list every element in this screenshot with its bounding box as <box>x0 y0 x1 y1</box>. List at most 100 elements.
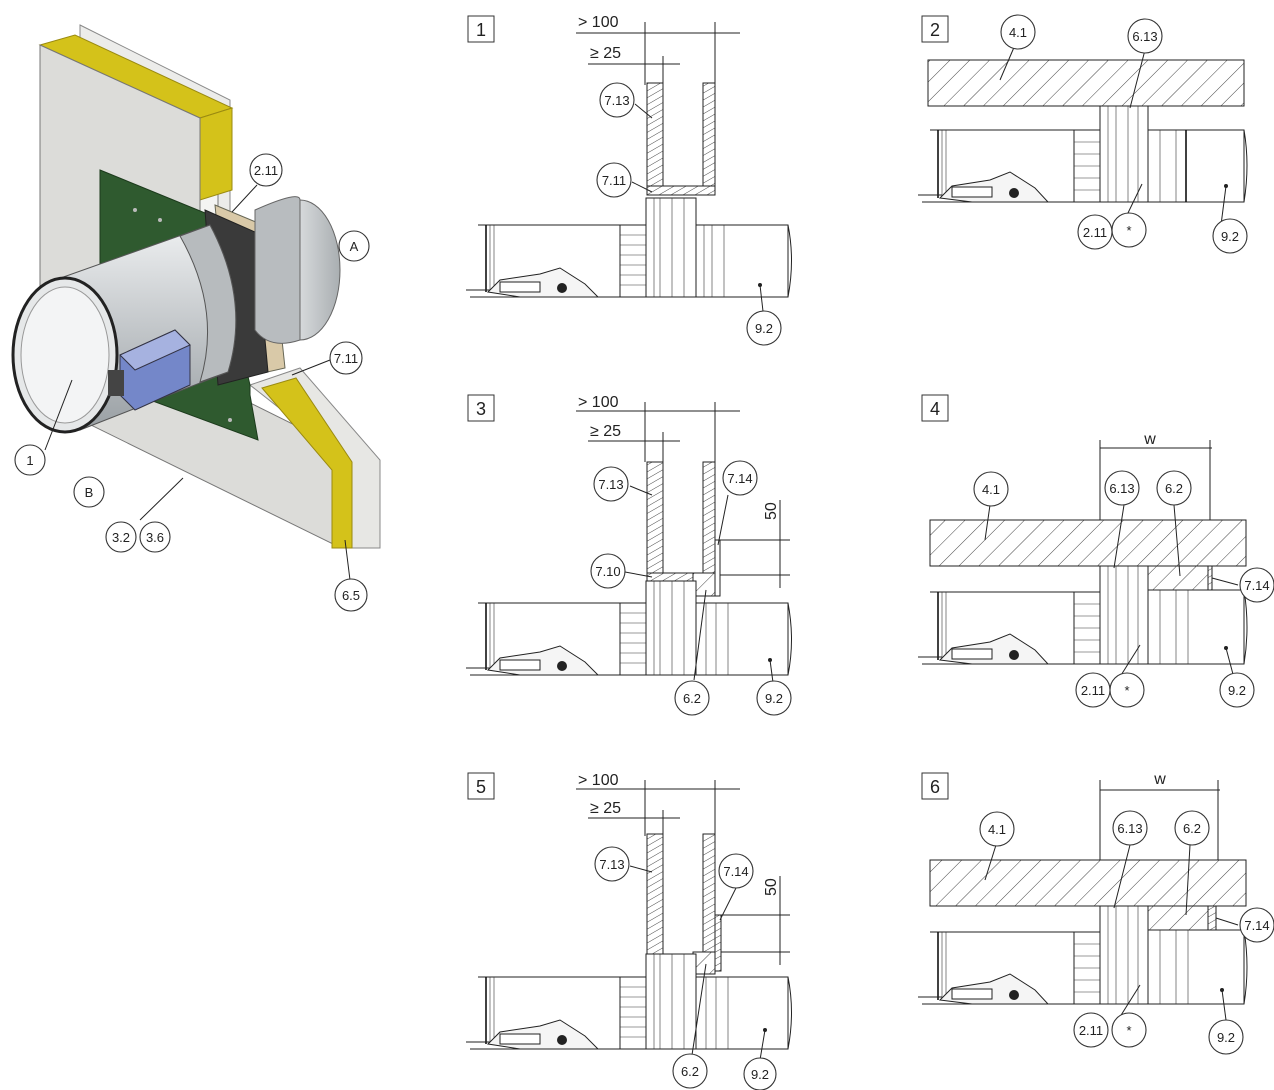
svg-text:7.14: 7.14 <box>723 864 748 879</box>
svg-text:3: 3 <box>476 399 486 419</box>
svg-text:≥ 25: ≥ 25 <box>590 423 621 440</box>
label-7-14: 7.14 <box>1239 907 1274 943</box>
svg-text:9.2: 9.2 <box>755 321 773 336</box>
svg-text:9.2: 9.2 <box>1217 1030 1235 1045</box>
svg-text:2.11: 2.11 <box>254 163 278 178</box>
svg-text:5: 5 <box>476 777 486 797</box>
svg-text:7.13: 7.13 <box>604 93 629 108</box>
label-asterisk: * <box>1111 212 1147 248</box>
svg-text:6: 6 <box>930 777 940 797</box>
label-7-11: 7.11 <box>596 162 632 198</box>
svg-text:3.6: 3.6 <box>146 530 164 545</box>
label-7-14: 7.14 <box>718 853 754 889</box>
callout-A: A <box>338 230 370 262</box>
svg-text:A: A <box>350 239 359 254</box>
svg-text:w: w <box>1153 771 1166 788</box>
detail-panel-4: 4 w 4.1 6.13 6.2 <box>918 394 1274 708</box>
svg-text:9.2: 9.2 <box>1221 229 1239 244</box>
callout-3-6: 3.6 <box>139 521 171 553</box>
damper-elevation <box>466 580 792 676</box>
svg-text:7.14: 7.14 <box>1244 918 1269 933</box>
detail-panel-6: 6 w 4.1 6.13 6.2 <box>918 771 1274 1055</box>
label-7-10: 7.10 <box>590 553 626 589</box>
slab <box>929 859 1247 907</box>
svg-text:4.1: 4.1 <box>982 482 1000 497</box>
detail-panel-3: 3 > 100 ≥ 25 50 <box>466 394 792 716</box>
svg-text:6.2: 6.2 <box>1183 821 1201 836</box>
label-6-2: 6.2 <box>1174 810 1210 846</box>
callout-3-2: 3.2 <box>105 521 137 553</box>
svg-text:50: 50 <box>763 878 780 896</box>
svg-text:7.14: 7.14 <box>1244 578 1269 593</box>
label-4-1: 4.1 <box>973 471 1009 507</box>
svg-text:4.1: 4.1 <box>1009 25 1027 40</box>
svg-text:2.11: 2.11 <box>1079 1023 1103 1038</box>
svg-text:6.13: 6.13 <box>1117 821 1142 836</box>
svg-text:≥ 25: ≥ 25 <box>590 800 621 817</box>
label-9-2: 9.2 <box>1219 672 1255 708</box>
svg-text:7.10: 7.10 <box>595 564 620 579</box>
label-6-13: 6.13 <box>1104 470 1140 506</box>
callout-1: 1 <box>14 444 46 476</box>
label-7-13: 7.13 <box>593 466 629 502</box>
slab <box>927 59 1245 107</box>
label-9-2: 9.2 <box>743 1057 777 1090</box>
callout-7-11: 7.11 <box>329 341 363 375</box>
svg-text:*: * <box>1126 223 1131 238</box>
svg-text:9.2: 9.2 <box>751 1067 769 1082</box>
label-9-2: 9.2 <box>1208 1019 1244 1055</box>
svg-text:4.1: 4.1 <box>988 822 1006 837</box>
svg-text:2.11: 2.11 <box>1083 225 1107 240</box>
svg-text:*: * <box>1124 683 1129 698</box>
label-7-13: 7.13 <box>599 82 635 118</box>
label-7-14: 7.14 <box>1239 567 1274 603</box>
svg-text:> 100: > 100 <box>578 772 619 789</box>
label-4-1: 4.1 <box>979 811 1015 847</box>
svg-text:*: * <box>1126 1023 1131 1038</box>
damper-elevation <box>466 197 792 298</box>
svg-text:6.2: 6.2 <box>683 691 701 706</box>
isometric-view: 2.11 A 7.11 1 B 3.2 3.6 6.5 <box>11 24 381 612</box>
label-6-2: 6.2 <box>672 1053 708 1089</box>
svg-text:7.11: 7.11 <box>334 351 358 366</box>
svg-text:6.13: 6.13 <box>1109 481 1134 496</box>
label-6-2: 6.2 <box>1156 470 1192 506</box>
dim-50: 50 <box>763 502 780 520</box>
label-6-13: 6.13 <box>1112 810 1148 846</box>
slab <box>929 519 1247 567</box>
label-7-14: 7.14 <box>722 460 758 496</box>
insulation-right <box>261 377 353 549</box>
svg-text:3.2: 3.2 <box>112 530 130 545</box>
label-asterisk: * <box>1111 1012 1147 1048</box>
dim-w: w <box>1143 431 1156 448</box>
damper-elevation <box>918 565 1248 665</box>
svg-text:6.2: 6.2 <box>681 1064 699 1079</box>
svg-text:9.2: 9.2 <box>1228 683 1246 698</box>
svg-text:> 100: > 100 <box>578 394 619 411</box>
callout-2-11: 2.11 <box>249 153 283 187</box>
svg-text:2.11: 2.11 <box>1081 683 1105 698</box>
label-7-13: 7.13 <box>594 846 630 882</box>
svg-text:1: 1 <box>26 453 33 468</box>
dim-gt-100: > 100 <box>578 14 619 31</box>
svg-text:6.13: 6.13 <box>1132 29 1157 44</box>
detail-panel-5: 5 > 100 ≥ 25 50 <box>466 772 792 1090</box>
label-9-2: 9.2 <box>746 310 782 346</box>
damper-elevation <box>466 953 792 1050</box>
svg-text:7.11: 7.11 <box>602 173 626 188</box>
callout-B: B <box>73 476 105 508</box>
label-9-2: 9.2 <box>1212 218 1248 254</box>
svg-text:7.13: 7.13 <box>598 477 623 492</box>
svg-text:6.2: 6.2 <box>1165 481 1183 496</box>
actuator <box>108 329 191 411</box>
detail-panel-2: 2 4.1 6.13 2.11 * 9.2 <box>918 14 1248 254</box>
svg-text:B: B <box>85 485 94 500</box>
label-2-11: 2.11 <box>1077 214 1113 250</box>
detail-panel-1: 1 > 100 ≥ 25 <box>466 14 792 346</box>
label-6-13: 6.13 <box>1127 18 1163 54</box>
label-6-2: 6.2 <box>674 680 710 716</box>
svg-text:6.5: 6.5 <box>342 588 360 603</box>
callout-6-5: 6.5 <box>334 578 368 612</box>
svg-text:4: 4 <box>930 399 940 419</box>
